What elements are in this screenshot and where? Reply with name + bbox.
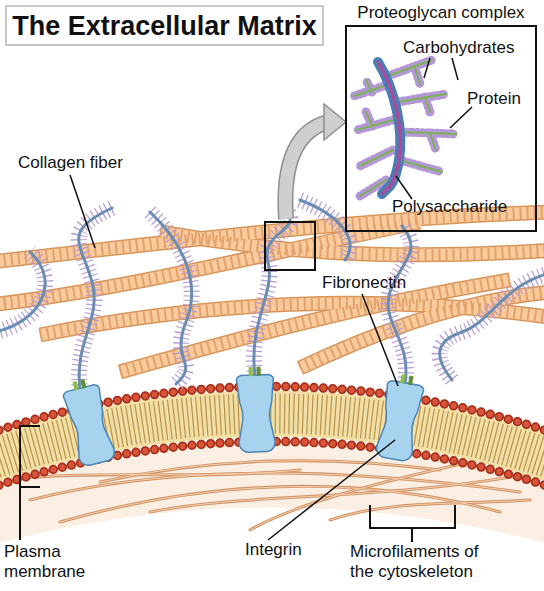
proteoglycan-strands bbox=[0, 200, 544, 390]
zoom-arrow bbox=[285, 104, 346, 219]
node-heading: Proteoglycan complex bbox=[327, 3, 544, 23]
microfilament-label: Microfilaments of the cytoskeleton bbox=[350, 542, 510, 582]
leader-lines bbox=[70, 58, 472, 540]
title-box: The Extracellular Matrix bbox=[5, 5, 324, 46]
integrin-label: Integrin bbox=[245, 540, 302, 560]
zoom-square bbox=[265, 222, 315, 270]
collagen-label: Collagen fiber bbox=[18, 153, 123, 173]
brackets bbox=[20, 426, 455, 542]
title-text: The Extracellular Matrix bbox=[12, 11, 317, 41]
integrins bbox=[60, 366, 425, 467]
membrane-label: Plasma membrane bbox=[4, 542, 94, 582]
fibronectin-label: Fibronectin bbox=[322, 273, 406, 293]
carbohydrates-label: Carbohydrates bbox=[403, 38, 515, 58]
polysaccharide-label: Polysaccharide bbox=[392, 197, 507, 217]
microfilaments bbox=[20, 461, 540, 530]
inset-proteoglycan bbox=[354, 60, 456, 196]
protein-label: Protein bbox=[467, 89, 521, 109]
